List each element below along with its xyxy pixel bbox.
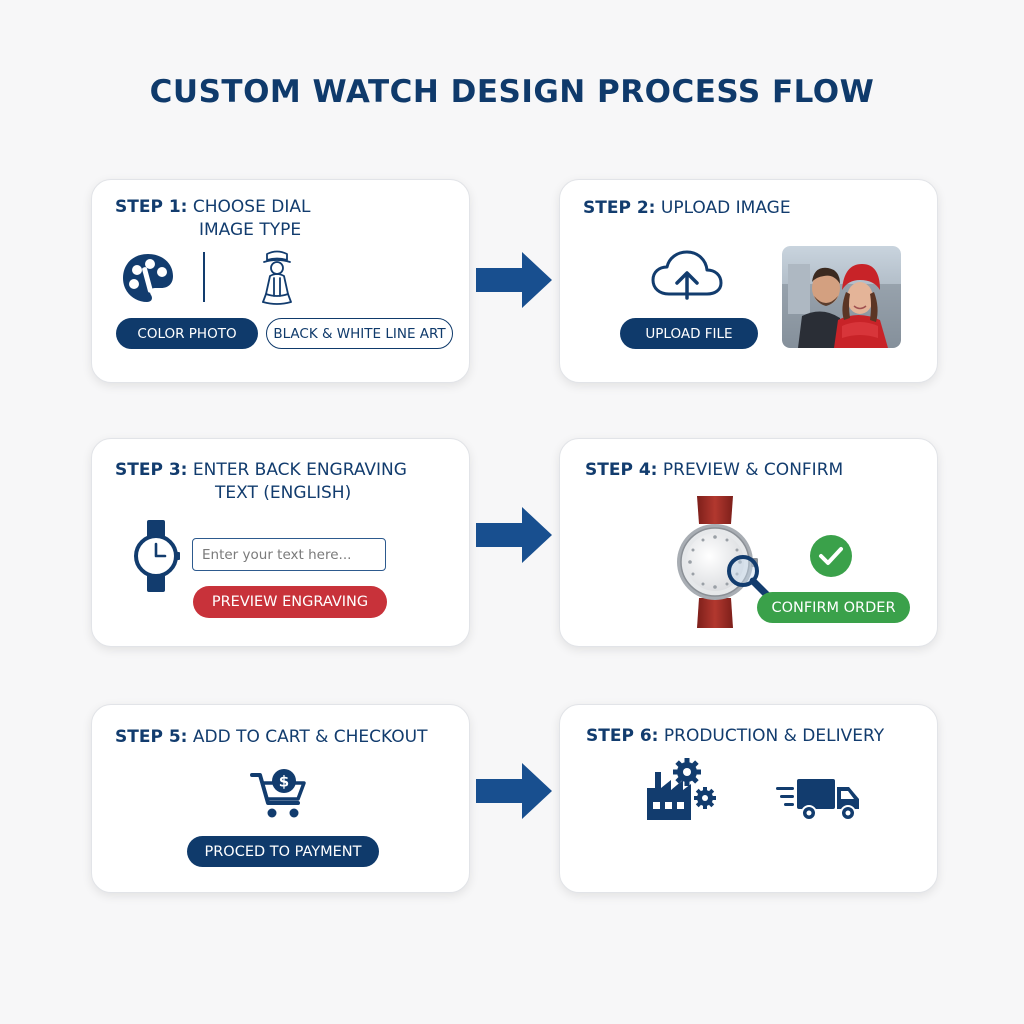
flow-arrow-3 [476, 763, 552, 819]
step-5-heading: STEP 5: ADD TO CART & CHECKOUT [115, 726, 427, 749]
palette-icon[interactable] [120, 250, 176, 306]
bw-line-art-button[interactable]: BLACK & WHITE LINE ART [266, 318, 453, 349]
step-5-label: STEP 5: [115, 727, 188, 747]
preview-engraving-button[interactable]: PREVIEW ENGRAVING [193, 586, 387, 618]
page-title: CUSTOM WATCH DESIGN PROCESS FLOW [149, 74, 875, 110]
step-1-heading: STEP 1: CHOOSE DIAL IMAGE TYPE [115, 196, 310, 242]
upload-file-button[interactable]: UPLOAD FILE [620, 318, 758, 349]
cart-dollar-icon: $ [250, 769, 306, 818]
step-4-heading: STEP 4: PREVIEW & CONFIRM [585, 459, 843, 482]
icon-divider [203, 252, 205, 302]
step-1-title-line2: IMAGE TYPE [199, 220, 302, 240]
engraving-text-input[interactable] [192, 538, 386, 571]
step-3-title-line2: TEXT (ENGLISH) [215, 483, 352, 503]
flow-arrow-1 [476, 252, 552, 308]
check-circle-icon [810, 535, 852, 577]
step-6-label: STEP 6: [586, 726, 659, 746]
step-6-title: PRODUCTION & DELIVERY [663, 726, 885, 746]
step-6-card: STEP 6: PRODUCTION & DELIVERY [559, 704, 938, 893]
step-1-label: STEP 1: [115, 197, 188, 217]
step-6-heading: STEP 6: PRODUCTION & DELIVERY [586, 725, 884, 748]
factory-gears-icon [647, 758, 716, 820]
step-2-label: STEP 2: [583, 198, 656, 218]
confirm-order-button[interactable]: CONFIRM ORDER [757, 592, 910, 623]
proceed-to-payment-button[interactable]: PROCED TO PAYMENT [187, 836, 379, 867]
step-1-title: CHOOSE DIAL [192, 197, 311, 217]
step-3-card: STEP 3: ENTER BACK ENGRAVING TEXT (ENGLI… [91, 438, 470, 647]
couple-photo [782, 246, 901, 348]
step-5-card: STEP 5: ADD TO CART & CHECKOUT $ PROCED … [91, 704, 470, 893]
delivery-truck-icon [776, 779, 859, 821]
step-4-label: STEP 4: [585, 460, 658, 480]
line-art-figure-icon[interactable] [255, 248, 299, 306]
step-4-title: PREVIEW & CONFIRM [662, 460, 844, 480]
step-2-card: STEP 2: UPLOAD IMAGE UPLOAD FILE [559, 179, 938, 383]
step-1-card: STEP 1: CHOOSE DIAL IMAGE TYPE COLOR PHO… [91, 179, 470, 383]
svg-text:$: $ [279, 773, 289, 791]
step-2-title: UPLOAD IMAGE [660, 198, 791, 218]
color-photo-button[interactable]: COLOR PHOTO [116, 318, 258, 349]
step-2-heading: STEP 2: UPLOAD IMAGE [583, 197, 791, 220]
step-5-title: ADD TO CART & CHECKOUT [192, 727, 428, 747]
flow-arrow-2 [476, 507, 552, 563]
step-3-label: STEP 3: [115, 460, 188, 480]
step-3-heading: STEP 3: ENTER BACK ENGRAVING TEXT (ENGLI… [115, 459, 407, 505]
cloud-upload-icon[interactable] [649, 248, 725, 304]
step-3-title: ENTER BACK ENGRAVING [192, 460, 407, 480]
step-4-card: STEP 4: PREVIEW & CONFIRM [559, 438, 938, 647]
watch-icon [134, 520, 180, 592]
